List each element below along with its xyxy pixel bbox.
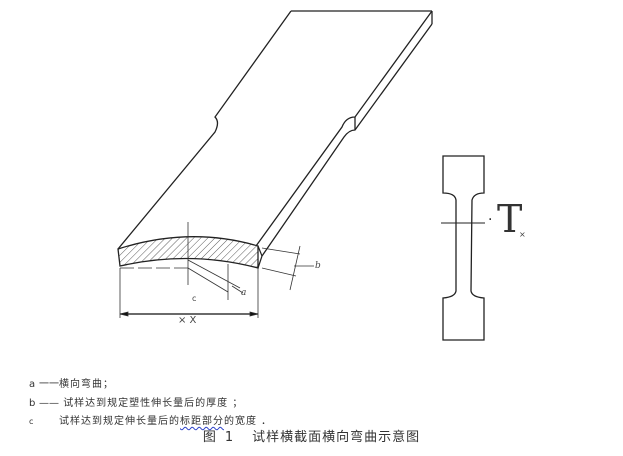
inset-symbol-t: T	[497, 197, 523, 241]
inset-subscript: ×	[519, 230, 526, 239]
legend-text: 横向弯曲；	[59, 379, 114, 390]
label-b: b	[315, 261, 321, 271]
plate-outline	[117, 10, 433, 257]
label-c: c	[192, 294, 197, 303]
legend-key: a	[29, 379, 37, 390]
caption-number: 1	[224, 430, 235, 445]
inset-specimen	[441, 155, 485, 341]
inset-dot: ·	[488, 212, 493, 228]
legend-text: 试样达到规定塑性伸长量后的厚度 ；	[63, 398, 244, 409]
dimension-lines	[119, 222, 314, 318]
label-a: a	[241, 288, 247, 298]
legend-key: b	[29, 398, 37, 409]
legend-key: c	[29, 417, 35, 426]
figure-drawing: b a c × X · T ×	[117, 10, 526, 341]
specimen-drawing	[117, 10, 485, 341]
legend-item-b: b—— 试样达到规定塑性伸长量后的厚度 ；	[29, 398, 244, 409]
caption-label: 图	[202, 430, 217, 445]
caption-title: 试样横截面横向弯曲示意图	[252, 430, 421, 445]
spellcheck-underline: 标距部分	[180, 416, 224, 427]
label-x-mark: × X	[178, 315, 197, 326]
